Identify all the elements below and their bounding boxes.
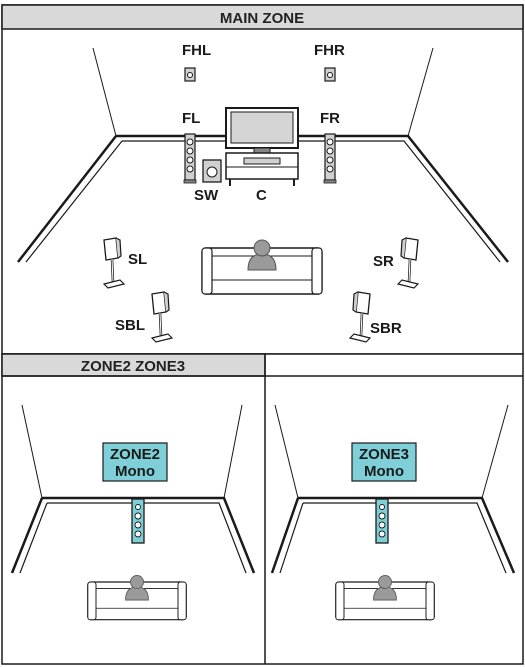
- label-sw: SW: [194, 187, 219, 204]
- speaker-fr-icon: [323, 133, 337, 184]
- speaker-fhr-icon: [324, 67, 336, 82]
- subwoofer-icon: [202, 159, 222, 183]
- label-sbl: SBL: [115, 317, 145, 334]
- zone2-label-line2: Mono: [115, 463, 155, 480]
- main-zone-title: MAIN ZONE: [220, 10, 304, 27]
- sub-zones-panel: [1, 353, 524, 665]
- zone3-label-line1: ZONE3: [359, 446, 409, 463]
- tv-icon: [225, 107, 299, 154]
- zone2-room-outline: [10, 404, 256, 574]
- zone2-speaker-icon: [131, 498, 145, 544]
- zone3-label-line2: Mono: [364, 463, 404, 480]
- listener-sofa-icon: [201, 239, 323, 295]
- main-zone-header: [1, 4, 524, 30]
- zone3-speaker-icon: [375, 498, 389, 544]
- zone3-mono-badge: [351, 442, 417, 482]
- speaker-fl-icon: [183, 133, 197, 184]
- label-sr: SR: [373, 253, 394, 270]
- zone3-listener-sofa-icon: [335, 574, 435, 621]
- main-room-outline: [17, 47, 509, 263]
- zone3-room-outline: [270, 404, 516, 574]
- zone2-label-line1: ZONE2: [110, 446, 160, 463]
- speaker-fhl-icon: [184, 67, 196, 82]
- label-sbr: SBR: [370, 320, 402, 337]
- tv-stand: [225, 152, 299, 186]
- zone2-listener-sofa-icon: [87, 574, 187, 621]
- label-fr: FR: [320, 110, 340, 127]
- label-fhl: FHL: [182, 42, 211, 59]
- label-fhr: FHR: [314, 42, 345, 59]
- label-c: C: [256, 187, 267, 204]
- label-fl: FL: [182, 110, 200, 127]
- zone2-mono-badge: [102, 442, 168, 482]
- label-sl: SL: [128, 251, 147, 268]
- sub-zones-title: ZONE2 ZONE3: [81, 358, 185, 375]
